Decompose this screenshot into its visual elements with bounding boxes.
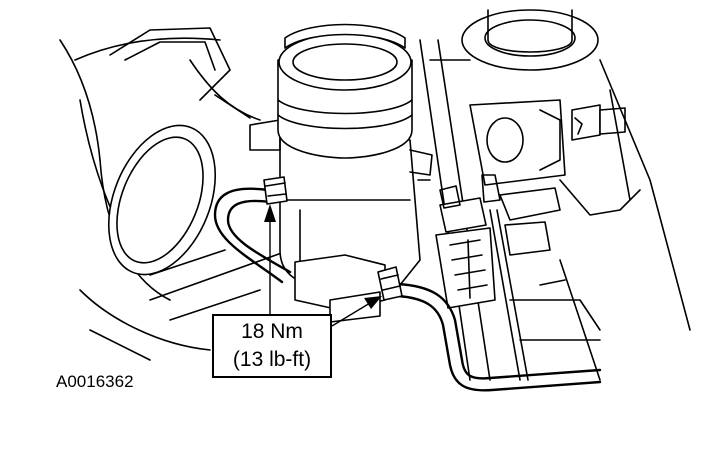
sensor-connector bbox=[435, 174, 529, 381]
upper-fitting-nut bbox=[263, 176, 288, 205]
fluid-reservoir bbox=[277, 23, 413, 159]
brake-line-left bbox=[213, 187, 292, 284]
torque-nm: 18 Nm bbox=[241, 320, 303, 343]
leader-arrow-upper bbox=[264, 204, 276, 315]
port-ring bbox=[107, 124, 217, 276]
torque-callout: 18 Nm (13 lb-ft) bbox=[212, 314, 332, 378]
leader-arrow-lower bbox=[331, 296, 382, 327]
torque-lbft: (13 lb-ft) bbox=[232, 348, 312, 371]
brake-line-right bbox=[396, 282, 602, 392]
figure-id: A0016362 bbox=[56, 372, 134, 391]
master-cylinder-body bbox=[249, 119, 433, 323]
bracket-assembly bbox=[419, 9, 691, 381]
lower-fitting-nut bbox=[377, 266, 403, 301]
